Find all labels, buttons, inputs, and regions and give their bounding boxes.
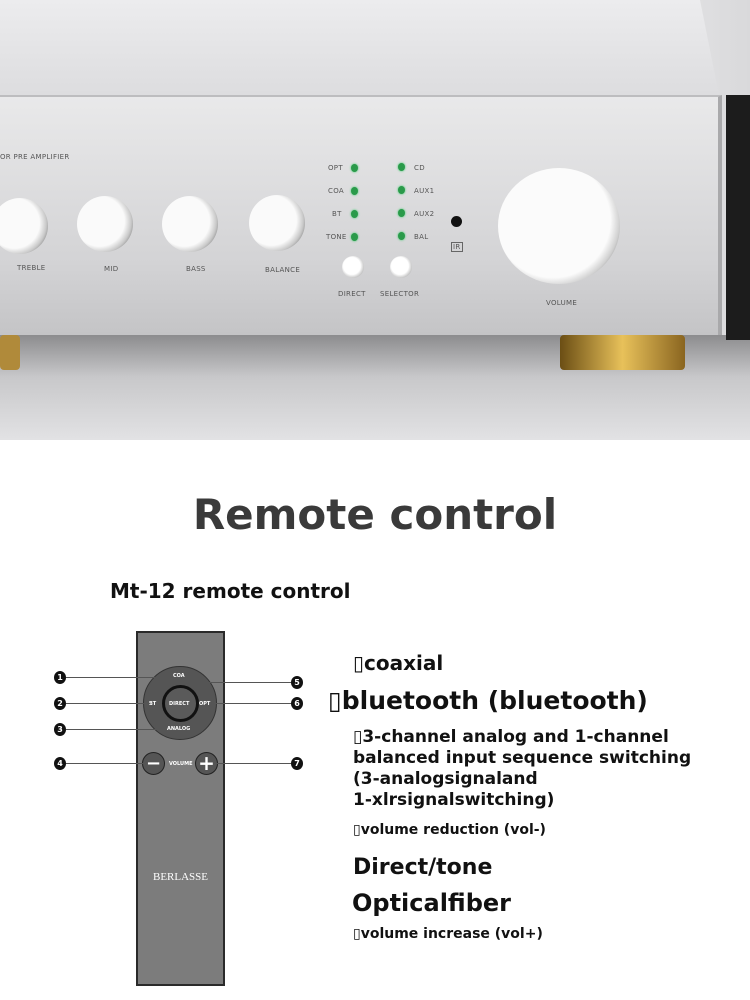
remote-direct-button bbox=[162, 685, 199, 722]
remote-model-title: Mt-12 remote control bbox=[110, 579, 351, 603]
amplifier-foot bbox=[560, 335, 685, 370]
callout-line bbox=[180, 682, 292, 683]
desc-direct: Direct/tone bbox=[353, 855, 493, 880]
led-label-bt: BT bbox=[332, 210, 342, 218]
remote-analog-label: ANALOG bbox=[167, 726, 191, 732]
bass-knob bbox=[162, 196, 218, 252]
callout-line bbox=[66, 763, 146, 764]
led-indicator bbox=[398, 163, 405, 171]
led-label-tone: TONE bbox=[326, 233, 347, 241]
led-label-aux1: AUX1 bbox=[414, 187, 435, 195]
callout-number: 5 bbox=[291, 676, 303, 689]
desc-bluetooth: ▯bluetooth (bluetooth) bbox=[328, 686, 648, 715]
selector-button bbox=[390, 256, 412, 278]
led-indicator bbox=[398, 232, 405, 240]
desc-vol-minus: ▯volume reduction (vol-) bbox=[353, 822, 546, 838]
desc-optical: Opticalfiber bbox=[352, 889, 512, 917]
selector-label: SELECTOR bbox=[380, 290, 420, 298]
callout-number: 4 bbox=[54, 757, 66, 770]
desc-analog-line: (3-analogsignaland bbox=[353, 769, 538, 789]
callout-line bbox=[214, 703, 292, 704]
remote-coa-label: COA bbox=[173, 673, 185, 679]
remote-opt-label: OPT bbox=[199, 701, 211, 707]
desc-coaxial: ▯coaxial bbox=[353, 651, 444, 675]
led-indicator bbox=[351, 164, 358, 172]
direct-button bbox=[342, 256, 364, 278]
led-label-cd: CD bbox=[414, 164, 425, 172]
callout-number: 2 bbox=[54, 697, 66, 710]
led-indicator bbox=[398, 186, 405, 194]
remote-bt-label: BT bbox=[149, 701, 157, 707]
callout-number: 6 bbox=[291, 697, 303, 710]
direct-label: DIRECT bbox=[338, 290, 366, 298]
volume-knob bbox=[498, 168, 620, 284]
remote-brand-logo: BERLASSE bbox=[152, 871, 208, 883]
amplifier-side bbox=[726, 95, 750, 340]
treble-knob bbox=[0, 198, 48, 254]
desc-analog-line: balanced input sequence switching bbox=[353, 748, 692, 768]
led-indicator bbox=[398, 209, 405, 217]
volume-label: VOLUME bbox=[546, 299, 578, 307]
led-label-opt: OPT bbox=[328, 164, 343, 172]
led-indicator bbox=[351, 187, 358, 195]
led-label-bal: BAL bbox=[414, 233, 429, 241]
led-indicator bbox=[351, 233, 358, 241]
remote-direct-label: DIRECT bbox=[169, 701, 190, 707]
amplifier-photo: OR PRE AMPLIFIER TREBLE MID BASS BALANCE… bbox=[0, 0, 750, 440]
section-title: Remote control bbox=[192, 490, 558, 539]
desc-analog-line: 1-xlrsignalswitching) bbox=[353, 790, 555, 810]
callout-number: 7 bbox=[291, 757, 303, 770]
led-indicator bbox=[351, 210, 358, 218]
callout-number: 1 bbox=[54, 671, 66, 684]
callout-line bbox=[66, 677, 176, 678]
callout-line bbox=[214, 763, 292, 764]
remote-volume-label: VOLUME bbox=[169, 761, 193, 767]
mid-label: MID bbox=[104, 265, 119, 273]
callout-line bbox=[66, 729, 166, 730]
remote-volume-down-button: − bbox=[142, 752, 165, 775]
led-label-aux2: AUX2 bbox=[414, 210, 435, 218]
amplifier-foot bbox=[0, 335, 20, 370]
desc-analog: ▯3-channel analog and 1-channel balanced… bbox=[353, 727, 691, 811]
model-label: OR PRE AMPLIFIER bbox=[0, 153, 70, 161]
desc-vol-plus: ▯volume increase (vol+) bbox=[353, 926, 543, 942]
mid-knob bbox=[77, 196, 133, 252]
desc-analog-line: ▯3-channel analog and 1-channel bbox=[353, 727, 669, 747]
led-label-coa: COA bbox=[328, 187, 344, 195]
balance-knob bbox=[249, 195, 305, 251]
callout-line bbox=[66, 703, 150, 704]
bass-label: BASS bbox=[186, 265, 206, 273]
amplifier-top bbox=[0, 0, 720, 100]
balance-label: BALANCE bbox=[265, 266, 301, 274]
callout-number: 3 bbox=[54, 723, 66, 736]
treble-label: TREBLE bbox=[17, 264, 46, 272]
ir-sensor bbox=[451, 216, 462, 227]
ir-label: IR bbox=[451, 242, 463, 252]
